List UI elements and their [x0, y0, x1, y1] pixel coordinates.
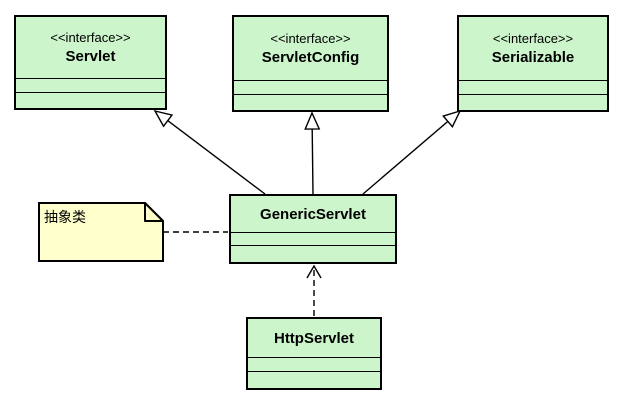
class-name-servlet: Servlet — [65, 48, 116, 65]
stereotype-label: <<interface>> — [492, 31, 574, 46]
class-title-httpservlet: HttpServlet — [248, 319, 380, 357]
class-box-servlet: <<interface>> Servlet — [14, 15, 167, 110]
attributes-compartment — [234, 80, 387, 94]
stereotype-label: <<interface>> — [50, 30, 131, 45]
attributes-compartment — [16, 78, 165, 92]
operations-compartment — [234, 94, 387, 110]
class-name-genericservlet: GenericServlet — [260, 205, 366, 223]
attributes-compartment — [248, 357, 380, 371]
class-title-servlet: <<interface>> Servlet — [16, 17, 165, 78]
note-abstract-class: 抽象类 — [44, 209, 86, 225]
class-title-genericservlet: GenericServlet — [231, 196, 395, 232]
class-title-serializable: <<interface>> Serializable — [459, 17, 607, 80]
attributes-compartment — [231, 232, 395, 245]
class-box-genericservlet: GenericServlet — [229, 194, 397, 264]
operations-compartment — [231, 245, 395, 262]
class-name-httpservlet: HttpServlet — [273, 329, 355, 347]
operations-compartment — [16, 92, 165, 108]
class-box-servletconfig: <<interface>> ServletConfig — [232, 15, 389, 112]
operations-compartment — [248, 371, 380, 388]
class-name-servletconfig: ServletConfig — [261, 49, 360, 66]
class-name-serializable: Serializable — [491, 49, 575, 66]
class-title-servletconfig: <<interface>> ServletConfig — [234, 17, 387, 80]
attributes-compartment — [459, 80, 607, 94]
note-fold-corner — [144, 202, 164, 222]
stereotype-label: <<interface>> — [270, 31, 351, 46]
generalization-arrow-serializable — [362, 111, 460, 195]
generalization-arrow-servlet — [155, 111, 266, 195]
operations-compartment — [459, 94, 607, 110]
generalization-arrow-servletconfig — [312, 113, 313, 195]
class-box-serializable: <<interface>> Serializable — [457, 15, 609, 112]
class-box-httpservlet: HttpServlet — [246, 317, 382, 390]
